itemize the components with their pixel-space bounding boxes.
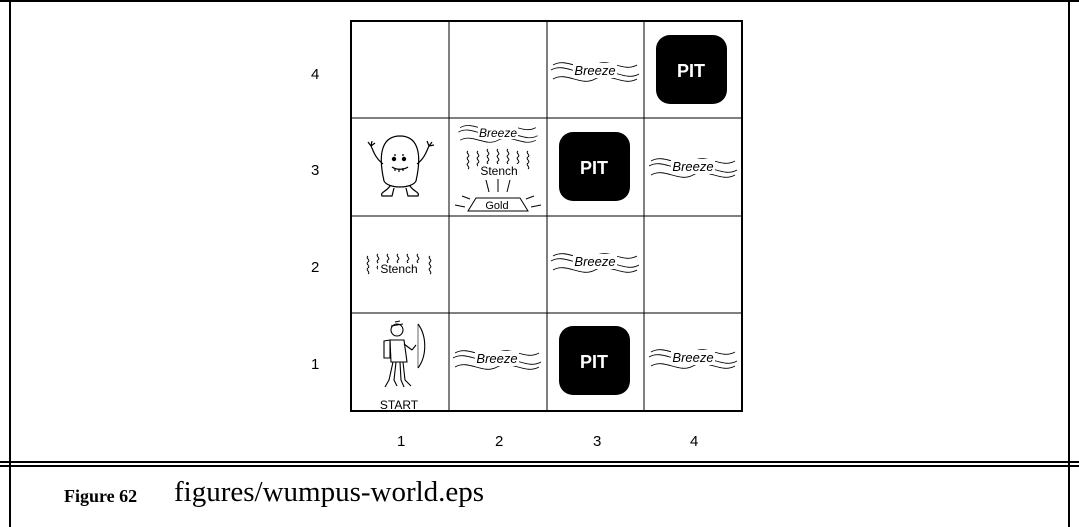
- caption-divider-top: [0, 461, 1079, 463]
- pit-icon: PIT: [559, 132, 630, 201]
- wumpus-icon: [367, 135, 435, 197]
- gold-label: Gold: [485, 200, 508, 212]
- gold-icon: Gold: [454, 179, 542, 212]
- breeze-label: Breeze: [672, 159, 713, 174]
- pit-label: PIT: [580, 158, 608, 178]
- breeze-icon: Breeze: [457, 125, 539, 143]
- row-label-1: 1: [311, 356, 320, 373]
- pit-icon: PIT: [656, 35, 727, 104]
- frame-left-border: [9, 0, 11, 527]
- row-label-2: 2: [311, 259, 320, 276]
- col-label-3: 3: [593, 433, 602, 450]
- breeze-label: Breeze: [574, 63, 615, 78]
- breeze-label: Breeze: [574, 254, 615, 269]
- col-label-2: 2: [495, 433, 504, 450]
- breeze-icon: Breeze: [648, 158, 738, 178]
- breeze-icon: Breeze: [648, 349, 738, 369]
- caption-divider-bottom: [0, 465, 1079, 467]
- col-label-1: 1: [397, 433, 406, 450]
- stench-label: Stench: [480, 164, 517, 178]
- agent-icon: START: [380, 320, 426, 412]
- breeze-label: Breeze: [476, 351, 517, 366]
- breeze-label: Breeze: [672, 350, 713, 365]
- col-label-4: 4: [690, 433, 699, 450]
- pit-label: PIT: [677, 61, 705, 81]
- breeze-icon: Breeze: [550, 62, 640, 82]
- row-label-4: 4: [311, 66, 320, 83]
- breeze-icon: Breeze: [452, 350, 542, 370]
- stench-label: Stench: [380, 262, 417, 276]
- figure-number: Figure 62: [64, 486, 138, 506]
- breeze-label: Breeze: [479, 126, 517, 140]
- row-label-3: 3: [311, 162, 320, 179]
- stench-icon: Stench: [466, 148, 530, 178]
- figure-filename: figures/wumpus-world.eps: [174, 476, 485, 508]
- start-label: START: [380, 398, 419, 412]
- frame-right-border: [1068, 0, 1070, 527]
- frame-top-border: [0, 0, 1079, 2]
- pit-label: PIT: [580, 352, 608, 372]
- pit-icon: PIT: [559, 326, 630, 395]
- breeze-icon: Breeze: [550, 253, 640, 273]
- stench-icon: Stench: [366, 253, 432, 276]
